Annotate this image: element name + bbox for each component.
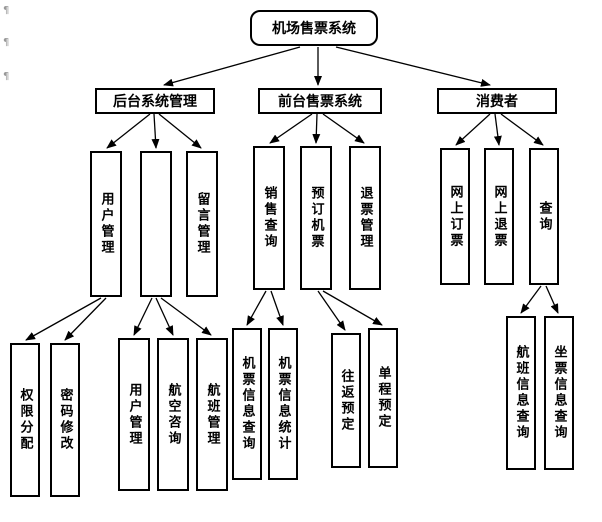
connector bbox=[520, 285, 542, 314]
connector bbox=[155, 297, 174, 336]
node-label: 消费者 bbox=[476, 94, 518, 110]
node-online-booking: 网上订票 bbox=[440, 148, 470, 285]
connector bbox=[312, 113, 321, 144]
node-label: 用户管理 bbox=[126, 382, 142, 447]
node-root: 机场售票系统 bbox=[250, 10, 378, 46]
paragraph-mark-icon: ¶ bbox=[3, 5, 10, 16]
node-aviation-consult: 航空咨询 bbox=[157, 338, 189, 491]
connector bbox=[455, 113, 491, 146]
node-query: 查询 bbox=[529, 148, 559, 285]
connector bbox=[493, 113, 502, 146]
connector bbox=[270, 290, 284, 326]
node-one-way-booking: 单程预定 bbox=[368, 328, 398, 468]
node-label: 后台系统管理 bbox=[113, 94, 197, 110]
connector bbox=[500, 113, 544, 146]
node-message-management: 留言管理 bbox=[186, 151, 218, 297]
node-label: 查询 bbox=[536, 200, 552, 233]
node-permission-assignment: 权限分配 bbox=[10, 343, 40, 497]
connector bbox=[151, 113, 160, 149]
connector bbox=[322, 290, 383, 326]
node-round-trip-booking: 往返预定 bbox=[331, 333, 361, 468]
node-label: 销售查询 bbox=[261, 186, 277, 250]
node-flight-info-query: 航班信息查询 bbox=[506, 316, 536, 470]
node-book-ticket: 预订机票 bbox=[300, 146, 332, 290]
node-seat-info-query: 坐票信息查询 bbox=[544, 316, 574, 470]
node-frontend-ticketing: 前台售票系统 bbox=[258, 88, 382, 114]
node-blank bbox=[140, 151, 172, 297]
connector bbox=[106, 113, 151, 149]
connector bbox=[317, 290, 346, 331]
node-label: 机票信息统计 bbox=[275, 356, 291, 452]
node-label: 权限分配 bbox=[17, 388, 33, 452]
node-user-management-2: 用户管理 bbox=[118, 338, 150, 491]
connector bbox=[545, 285, 559, 314]
node-label: 机票信息查询 bbox=[239, 356, 255, 452]
node-label: 用户管理 bbox=[98, 192, 114, 256]
connector bbox=[64, 297, 107, 341]
connector bbox=[160, 297, 212, 336]
node-sales-query: 销售查询 bbox=[253, 146, 285, 290]
paragraph-mark-icon: ¶ bbox=[3, 37, 10, 48]
node-label: 单程预定 bbox=[375, 366, 391, 430]
node-ticket-info-query: 机票信息查询 bbox=[232, 328, 262, 480]
node-ticket-info-stats: 机票信息统计 bbox=[268, 328, 298, 480]
node-password-modify: 密码修改 bbox=[50, 343, 80, 497]
node-root-label: 机场售票系统 bbox=[272, 21, 356, 37]
node-online-refund: 网上退票 bbox=[484, 148, 514, 285]
connector bbox=[158, 113, 202, 149]
node-label: 退票管理 bbox=[357, 186, 373, 250]
node-label: 航班信息查询 bbox=[513, 345, 529, 441]
node-refund-management: 退票管理 bbox=[349, 146, 381, 290]
node-label: 航空咨询 bbox=[165, 382, 181, 447]
node-flight-management: 航班管理 bbox=[196, 338, 228, 491]
connector bbox=[335, 46, 491, 87]
node-label: 密码修改 bbox=[57, 388, 73, 452]
node-backend-system-mgmt: 后台系统管理 bbox=[95, 88, 215, 114]
node-label: 航班管理 bbox=[204, 382, 220, 447]
connector bbox=[322, 113, 365, 144]
node-label: 网上订票 bbox=[447, 184, 463, 249]
connector bbox=[163, 46, 301, 87]
connector bbox=[269, 113, 313, 144]
node-label: 网上退票 bbox=[491, 184, 507, 249]
connector bbox=[246, 290, 267, 326]
node-label: 前台售票系统 bbox=[278, 94, 362, 110]
node-label: 往返预定 bbox=[338, 368, 354, 433]
node-label: 预订机票 bbox=[308, 186, 324, 250]
paragraph-mark-icon: ¶ bbox=[3, 71, 10, 82]
node-user-management: 用户管理 bbox=[90, 151, 122, 297]
connector bbox=[133, 297, 153, 336]
node-consumer: 消费者 bbox=[437, 88, 557, 114]
node-label: 坐票信息查询 bbox=[551, 345, 567, 441]
node-label: 留言管理 bbox=[194, 192, 210, 256]
connector bbox=[25, 297, 102, 341]
